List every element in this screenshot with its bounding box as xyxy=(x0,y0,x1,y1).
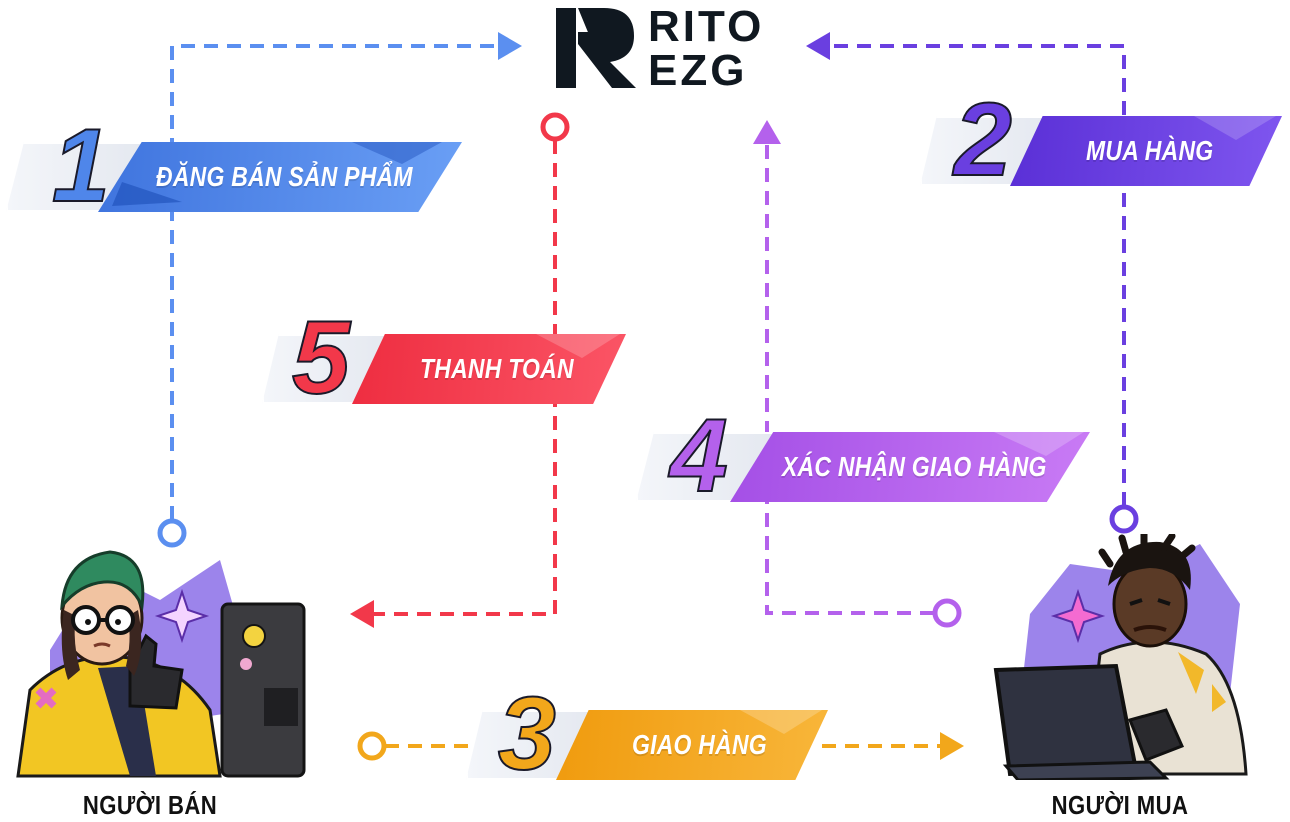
connector-step-4-start-dot xyxy=(932,598,962,628)
step-5-badge: 5 THANH TOÁN xyxy=(262,305,626,411)
step-4-streak-icon xyxy=(994,432,1084,456)
step-1-number: 1 xyxy=(51,108,111,224)
rito-ezg-logo: RITO EZG xyxy=(552,2,792,95)
step-3-streak-icon xyxy=(740,710,822,734)
connector-step-2 xyxy=(830,44,1126,506)
seller-avatar-icon xyxy=(16,550,306,778)
connector-step-1 xyxy=(170,44,500,520)
connector-step-1-arrow xyxy=(498,32,522,60)
connector-step-2-start-dot xyxy=(1109,504,1139,534)
seller-caption: NGƯỜI BÁN xyxy=(82,790,218,820)
logo-word-line-1: RITO xyxy=(648,2,765,51)
step-4-badge: 4 XÁC NHẬN GIAO HÀNG xyxy=(636,403,1090,509)
logo-r-mark-icon xyxy=(556,8,636,88)
step-4-label: XÁC NHẬN GIAO HÀNG xyxy=(782,451,1047,482)
step-5-number: 5 xyxy=(291,300,351,416)
step-2-label: MUA HÀNG xyxy=(1086,135,1214,166)
connector-step-5 xyxy=(374,140,557,616)
buyer-character xyxy=(990,530,1260,782)
step-1-streak-icon xyxy=(112,142,442,206)
buyer-avatar-icon xyxy=(993,530,1248,782)
step-1-badge: 1 ĐĂNG BÁN SẢN PHẨM xyxy=(6,113,462,219)
step-3-label: GIAO HÀNG xyxy=(632,729,767,760)
connector-step-4-arrow xyxy=(753,120,781,144)
logo-word-line-2: EZG xyxy=(648,46,748,95)
step-3-badge: 3 GIAO HÀNG xyxy=(466,681,828,787)
connector-step-5-arrow xyxy=(350,600,374,628)
step-5-label: THANH TOÁN xyxy=(420,353,574,384)
connector-step-5-start-dot xyxy=(540,112,570,142)
step-2-badge: 2 MUA HÀNG xyxy=(920,87,1282,193)
connector-step-1-start-dot xyxy=(157,518,187,548)
connector-step-2-arrow xyxy=(806,32,830,60)
step-1-label: ĐĂNG BÁN SẢN PHẨM xyxy=(156,161,413,192)
seller-character xyxy=(10,540,310,780)
step-3-number: 3 xyxy=(497,676,557,792)
connector-step-4 xyxy=(765,144,934,615)
step-4-number: 4 xyxy=(669,398,729,514)
connector-step-3-start-dot xyxy=(357,731,387,761)
buyer-caption: NGƯỜI MUA xyxy=(1051,790,1189,820)
step-2-streak-icon xyxy=(1194,116,1276,140)
step-5-streak-icon xyxy=(536,334,620,358)
step-2-number: 2 xyxy=(953,82,1013,198)
connector-step-3-arrow xyxy=(940,732,964,760)
